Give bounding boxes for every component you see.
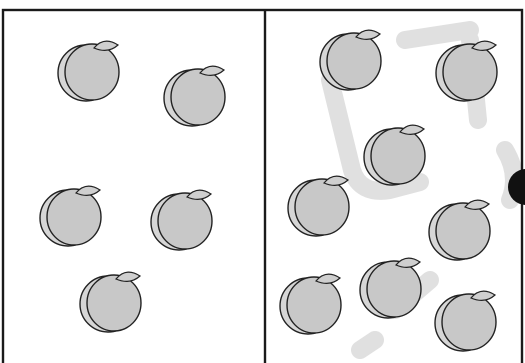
leaf-icon [396,258,420,267]
fruit-icon [288,176,349,236]
fruit-icon [80,272,141,332]
fruit-icon [320,30,381,90]
fruit-icon [40,186,101,246]
fruit-body [287,277,341,333]
leaf-icon [465,200,489,209]
fruit-body [327,33,381,89]
leaf-icon [400,125,424,134]
fruit-body [371,128,425,184]
fruit-body [367,261,421,317]
leaf-icon [324,176,348,185]
leaf-icon [316,274,340,283]
fruit-body [158,193,212,249]
fruit-body [443,44,497,100]
fruit-icon [164,66,225,126]
leaf-icon [200,66,224,75]
leaf-icon [116,272,140,281]
fruit-body [47,189,101,245]
leaf-icon [187,190,211,199]
leaf-icon [356,30,380,39]
fruit-body [442,294,496,350]
fruit-icon [151,190,212,250]
fruit-body [436,203,490,259]
fruit-body [87,275,141,331]
fruit-group [40,30,497,351]
fruit-body [295,179,349,235]
fruit-icon [58,41,119,101]
fruit-icon [429,200,490,260]
leaf-icon [76,186,100,195]
fruit-icon [435,291,496,351]
fruit-icon [280,274,341,334]
fruit-icon [364,125,425,185]
fruit-icon [436,41,497,101]
fruit-body [65,44,119,100]
leaf-icon [471,291,495,300]
leaf-icon [94,41,118,50]
fruit-icon [360,258,421,318]
fruit-body [171,69,225,125]
